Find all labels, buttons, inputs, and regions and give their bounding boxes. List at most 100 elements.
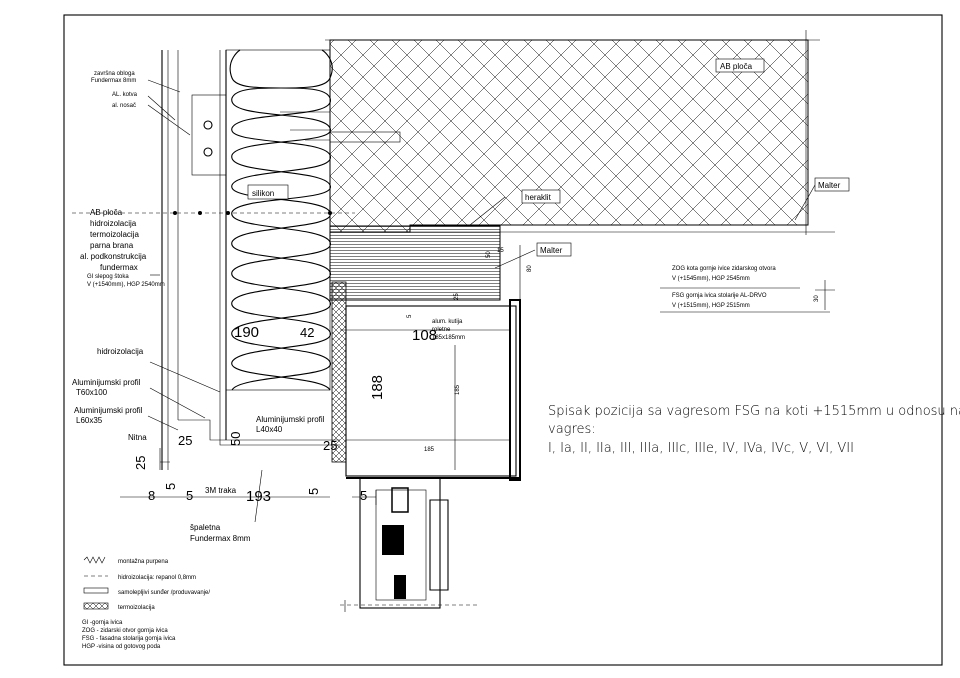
shutter-box — [345, 305, 517, 477]
foam-strip — [331, 281, 347, 463]
legend-termoizolacija: termoizolacija — [118, 605, 155, 611]
legend: montažna purpena hidroizolacija: repanol… — [82, 556, 210, 650]
alu-profile-outline-2 — [219, 440, 340, 446]
label-alu-l60-1: Aluminijumski profil — [74, 406, 143, 415]
insulation-pattern — [229, 49, 333, 391]
leader-hidro — [149, 361, 221, 393]
ab-stack-2: termoizolacija — [90, 230, 139, 239]
leader-malter-right — [794, 184, 816, 221]
label-alu-l40-2: L40x40 — [256, 425, 283, 434]
dim-25-a: 25 — [178, 433, 192, 448]
leader-l60 — [147, 415, 179, 431]
anchor-leaders — [280, 111, 330, 141]
dim-8: 8 — [148, 488, 155, 503]
legend-symbol-termo — [83, 602, 109, 610]
dim-5-b: 5 — [186, 488, 193, 503]
label-alum-kutija-1: alum. kutija — [432, 319, 463, 325]
window-sash — [375, 489, 427, 601]
label-3m-traka: 3M traka — [205, 486, 237, 495]
label-zog-1: ZOG kota gornje ivice zidarskog otvora — [672, 266, 776, 272]
window-gasket — [391, 487, 409, 513]
level-dot-4 — [328, 211, 332, 215]
leader-malter-mid — [494, 249, 536, 269]
window-outer-profile — [429, 499, 449, 591]
dim-5-c: 5 — [306, 488, 321, 495]
svg-text:heraklit: heraklit — [525, 193, 552, 202]
leader-kotva — [147, 95, 176, 121]
label-alu-t60-2: T60x100 — [76, 388, 108, 397]
spisak-line-1: Spisak pozicija sa vagresom FSG na koti … — [548, 404, 960, 419]
svg-text:AB ploča: AB ploča — [720, 62, 753, 71]
label-ab-ploca-top: AB ploča — [715, 58, 765, 73]
label-alum-kutija-2: roletne — [432, 327, 451, 333]
window-bottom-detail — [394, 575, 406, 599]
dim-50-small: 50 — [486, 251, 492, 258]
dim-30-line — [815, 280, 835, 310]
dim-25-box: 25 — [454, 293, 460, 300]
label-zavrsna-obloga: završna obloga — [94, 71, 135, 77]
anchor-bolt-1 — [203, 120, 213, 130]
window-frame — [359, 477, 441, 609]
dim-42: 42 — [300, 325, 314, 340]
label-heraklit: heraklit — [521, 189, 561, 204]
legend-abbr-2: FSG - fasadna stolarija gornja ivica — [82, 636, 176, 642]
label-fsg-2: V (+1515mm), HGP 2515mm — [672, 303, 750, 309]
leader-spaletna — [254, 469, 263, 523]
label-al-kotva: AL. kotva — [112, 92, 138, 98]
label-silikon: silikon — [247, 184, 289, 200]
sheet-frame — [63, 14, 943, 666]
dim-nitna — [159, 448, 170, 470]
level-dot-3 — [226, 211, 230, 215]
alu-profile-outline — [178, 419, 340, 441]
anchor-bolt-2 — [203, 147, 213, 157]
ab-stack-0: AB ploča — [90, 208, 123, 217]
legend-abbr-0: GI -gornja ivica — [82, 620, 123, 626]
dim-185-v: 185 — [455, 384, 461, 395]
label-alu-t60-1: Aluminijumski profil — [72, 378, 141, 387]
dim-80: 80 — [527, 265, 533, 272]
legend-abbr-1: ZOG - zidarski otvor gornja ivica — [82, 628, 168, 634]
ab-stack-1: hidroizolacija — [90, 219, 137, 228]
level-dot-2 — [198, 211, 202, 215]
label-fundermax-8mm: Fundermax 8mm — [91, 78, 136, 84]
legend-abbr-3: HGP -visina od gotovog poda — [82, 644, 161, 650]
spisak-line-3: I, Ia, II, IIa, III, IIIa, IIIc, IIIe, I… — [548, 441, 854, 456]
label-malter-mid: Malter — [536, 242, 572, 257]
label-gi-2: V (+1540mm), HGP 2540mm — [87, 282, 165, 288]
legend-samolepljivi: samolepljivi sunđer /produvavanje/ — [118, 590, 210, 596]
svg-text:Malter: Malter — [540, 246, 563, 255]
label-al-nosac: al. nosač — [112, 103, 136, 109]
dim-15: 15 — [497, 248, 504, 254]
label-malter-right: Malter — [814, 177, 850, 192]
spisak-line-2: vagres: — [548, 422, 596, 437]
svg-text:silikon: silikon — [252, 189, 274, 198]
ab-layer-stack: AB ploča hidroizolacija termoizolacija p… — [80, 208, 147, 272]
shutter-box-outer — [509, 299, 521, 481]
heraklit-board — [329, 225, 501, 301]
legend-hidroizolacija: hidroizolacija: repanol 0,8mm — [118, 575, 196, 581]
leader-heraklit — [469, 196, 506, 226]
leader-zavrsna — [147, 79, 181, 93]
dim-185-h: 185 — [424, 447, 435, 453]
ab-stack-3: parna brana — [90, 241, 134, 250]
dim-193: 193 — [246, 488, 271, 505]
dim-30: 30 — [814, 295, 820, 302]
dim-5-box: 5 — [407, 314, 413, 318]
ab-stack-4: al. podkonstrukcija — [80, 252, 147, 261]
dim-50: 50 — [228, 432, 243, 446]
svg-text:Malter: Malter — [818, 181, 841, 190]
dim-25-b: 25 — [133, 456, 148, 470]
leader-t60 — [149, 387, 206, 419]
anchor-rod — [329, 131, 401, 143]
window-glass-block — [382, 525, 404, 555]
label-alu-l60-2: L60x35 — [76, 416, 103, 425]
dim-108: 108 — [412, 327, 437, 344]
dim-190: 190 — [234, 324, 259, 341]
dim-188: 188 — [369, 375, 386, 400]
label-nitna: Nitna — [128, 433, 147, 442]
ab-stack-5: fundermax — [100, 263, 138, 272]
label-alum-kutija-3: 185x185mm — [432, 335, 465, 341]
level-dot-1 — [173, 211, 177, 215]
label-spaletna-1: špaletna — [190, 523, 221, 532]
